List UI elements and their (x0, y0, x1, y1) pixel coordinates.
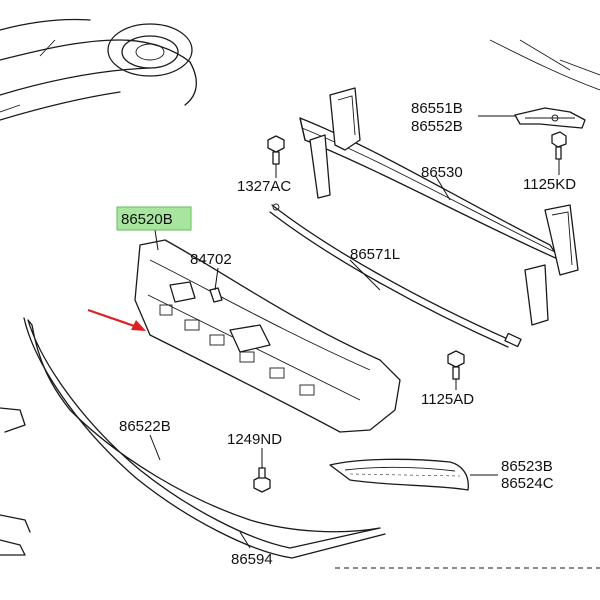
absorber-86520b (134, 239, 401, 433)
label-86524c[interactable]: 86524C (501, 475, 554, 492)
label-1125ad[interactable]: 1125AD (421, 391, 474, 408)
label-86571l[interactable]: 86571L (350, 246, 400, 263)
label-86594[interactable]: 86594 (231, 551, 273, 568)
left-edge-fragments (0, 407, 31, 556)
label-1327ac[interactable]: 1327AC (237, 178, 291, 195)
label-86520b[interactable]: 86520B (121, 211, 173, 228)
leader-lines (149, 115, 560, 549)
label-1125kd[interactable]: 1125KD (523, 176, 576, 193)
bolt-1249nd (253, 467, 271, 493)
lower-grille-86522b (23, 317, 386, 559)
label-86523b[interactable]: 86523B (501, 458, 553, 475)
label-86530[interactable]: 86530 (421, 164, 463, 181)
bolt-1125ad (447, 350, 465, 380)
highlight-box (116, 206, 192, 231)
car-body-outline-right (489, 39, 600, 91)
pointer-arrow (87, 308, 146, 331)
label-86551b[interactable]: 86551B (411, 100, 463, 117)
label-84702[interactable]: 84702 (190, 251, 232, 268)
bumper-beam-86530 (299, 87, 579, 326)
bolt-1125kd (551, 131, 567, 160)
strip-86571l (269, 203, 522, 348)
bracket-86551b (514, 107, 586, 129)
label-86552b[interactable]: 86552B (411, 118, 463, 135)
bolt-1327ac (267, 135, 285, 165)
car-body-outline (0, 18, 197, 121)
label-1249nd[interactable]: 1249ND (227, 431, 282, 448)
label-86522b[interactable]: 86522B (119, 418, 171, 435)
garnish-86523b (329, 458, 469, 491)
